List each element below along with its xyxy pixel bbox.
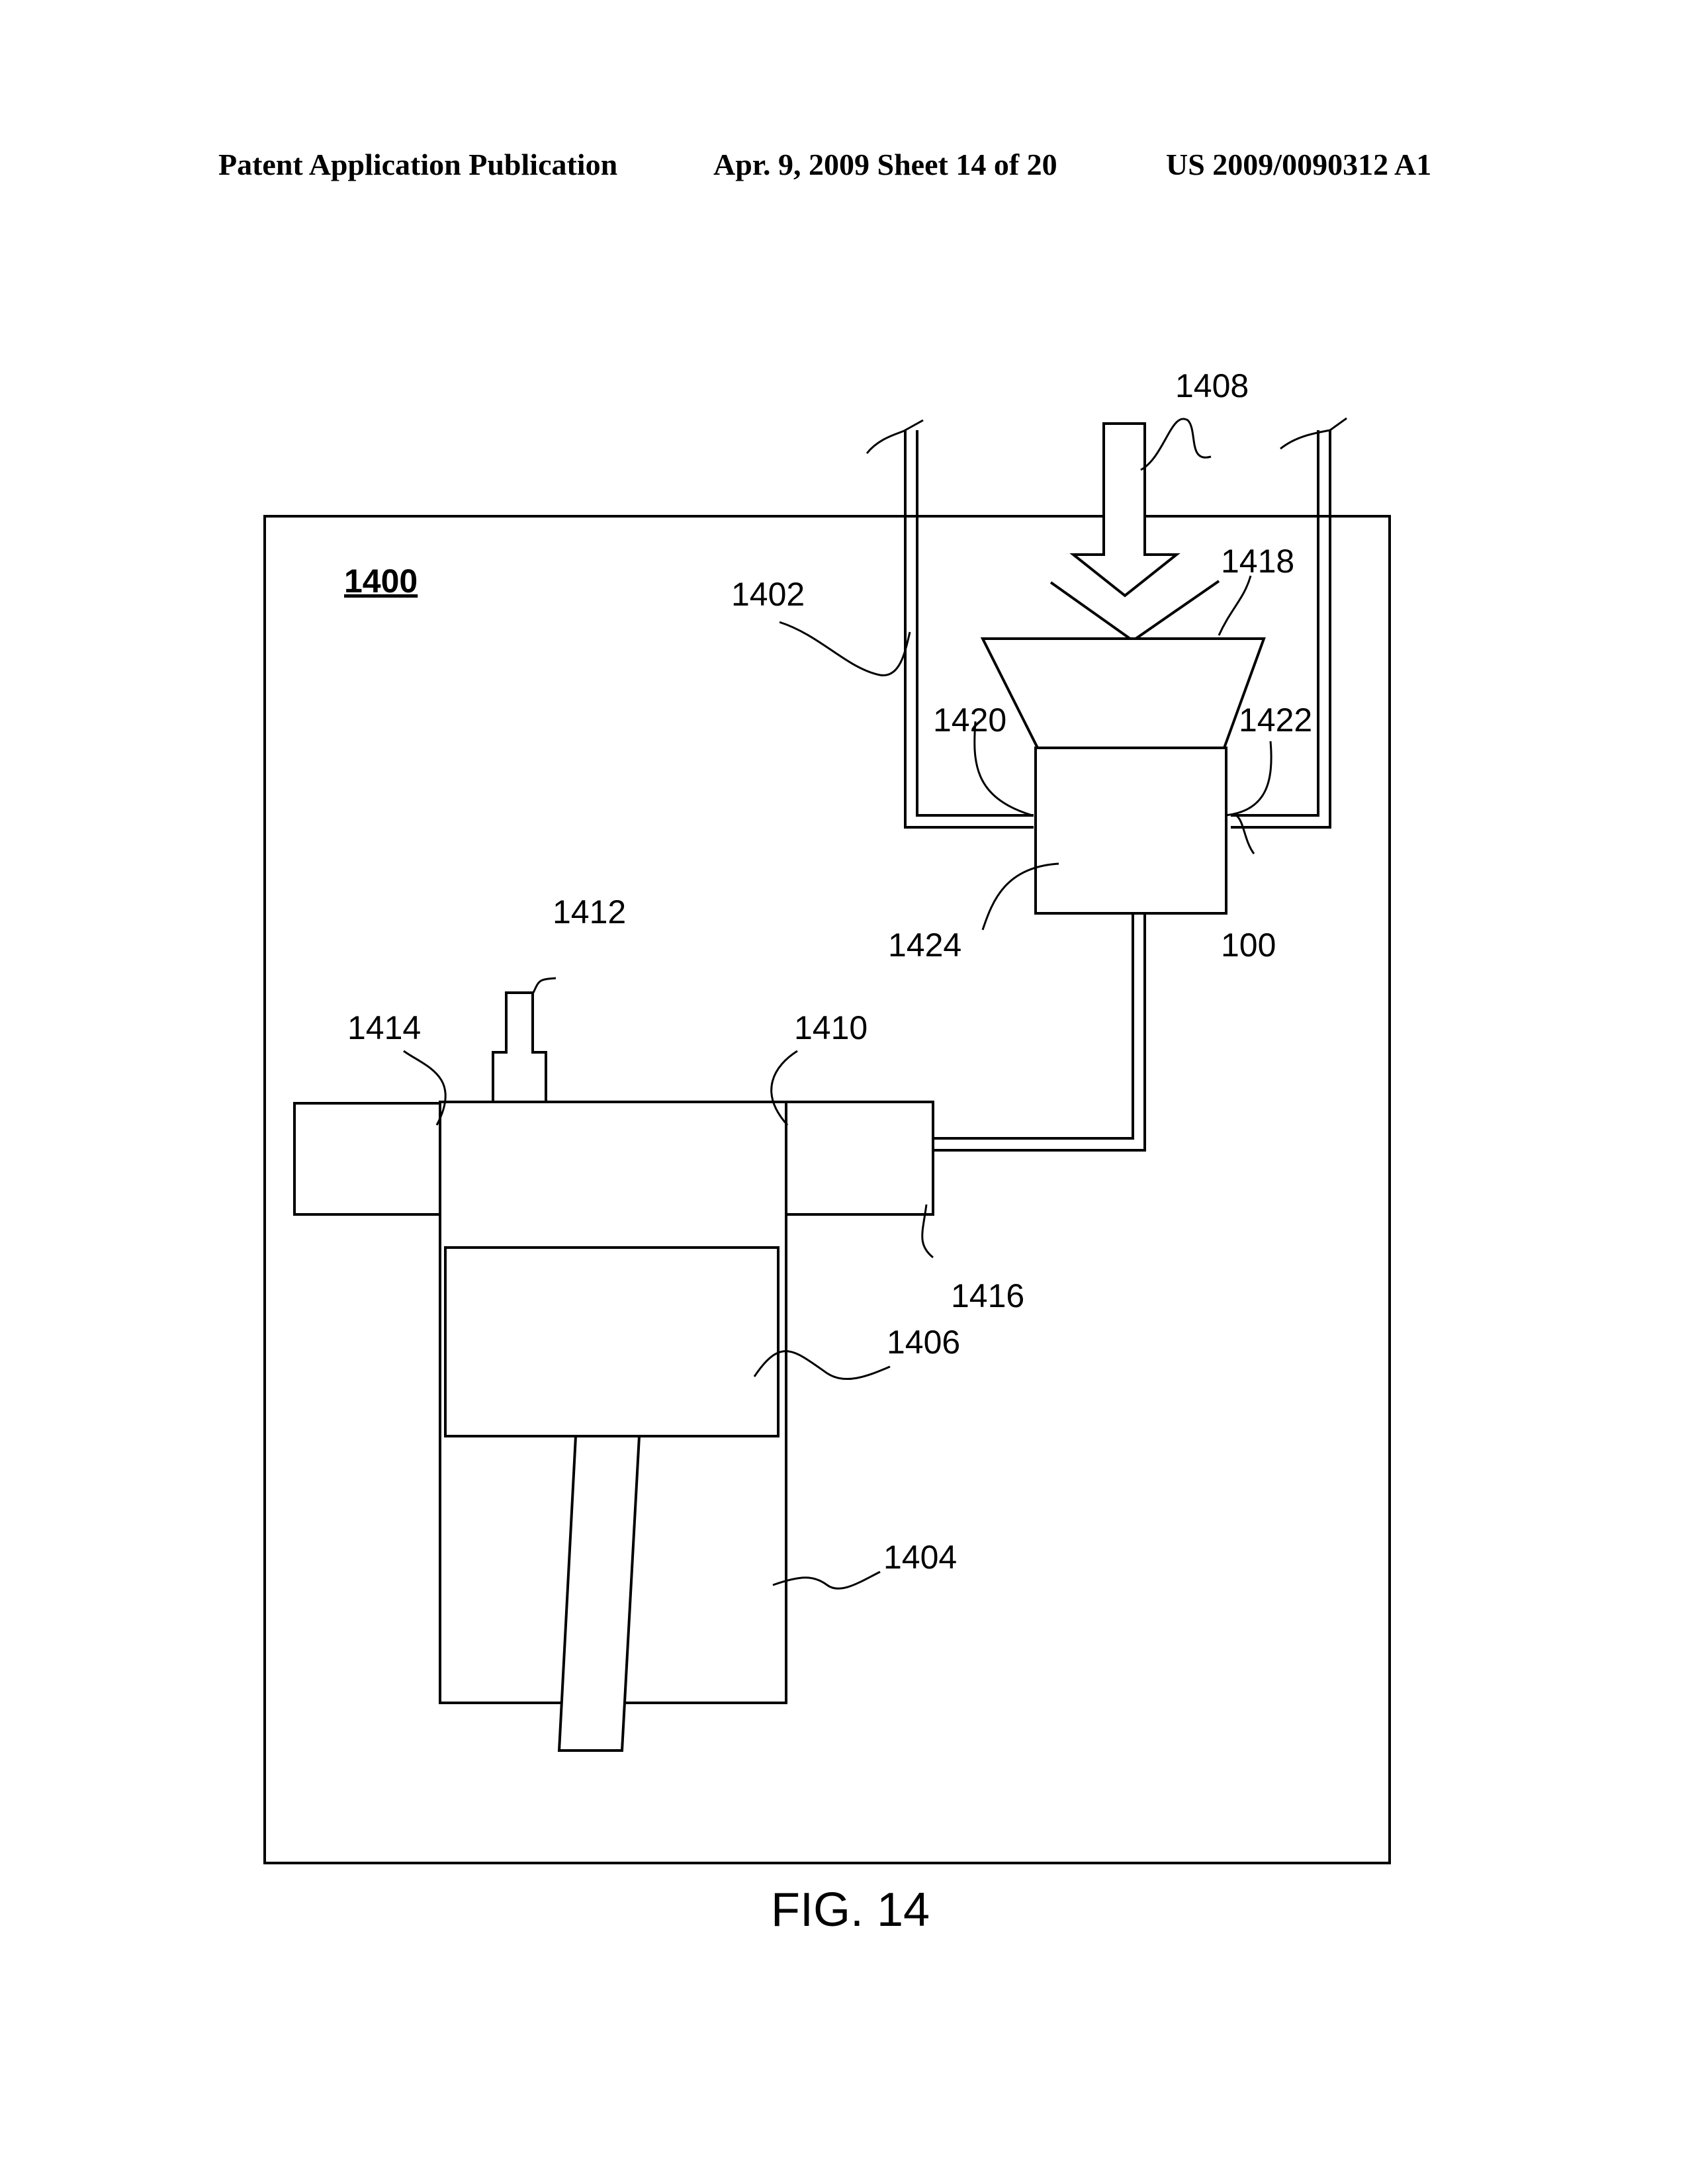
label-1402: 1402 (731, 576, 805, 613)
label-1406: 1406 (887, 1324, 960, 1361)
nozzle-1412 (493, 993, 546, 1102)
figure-title: 1400 (344, 563, 418, 600)
label-1408: 1408 (1175, 367, 1249, 404)
label-100: 100 (1221, 927, 1276, 964)
label-1410: 1410 (794, 1009, 868, 1046)
label-1422: 1422 (1239, 702, 1312, 739)
figure-caption: FIG. 14 (771, 1884, 930, 1936)
arrow-1408 (1051, 424, 1219, 641)
side-box-1416 (786, 1102, 933, 1214)
pipe-connector (933, 913, 1145, 1150)
label-1418: 1418 (1221, 543, 1294, 580)
label-1420: 1420 (933, 702, 1006, 739)
label-1424: 1424 (888, 927, 961, 964)
chamber-1424 (1036, 748, 1226, 913)
side-box-left (294, 1103, 440, 1214)
label-1414: 1414 (347, 1009, 421, 1046)
label-1404: 1404 (883, 1539, 957, 1576)
label-1416: 1416 (951, 1277, 1024, 1314)
label-1412: 1412 (553, 893, 626, 931)
funnel-1418 (983, 639, 1264, 748)
inner-box-1406 (445, 1248, 778, 1436)
